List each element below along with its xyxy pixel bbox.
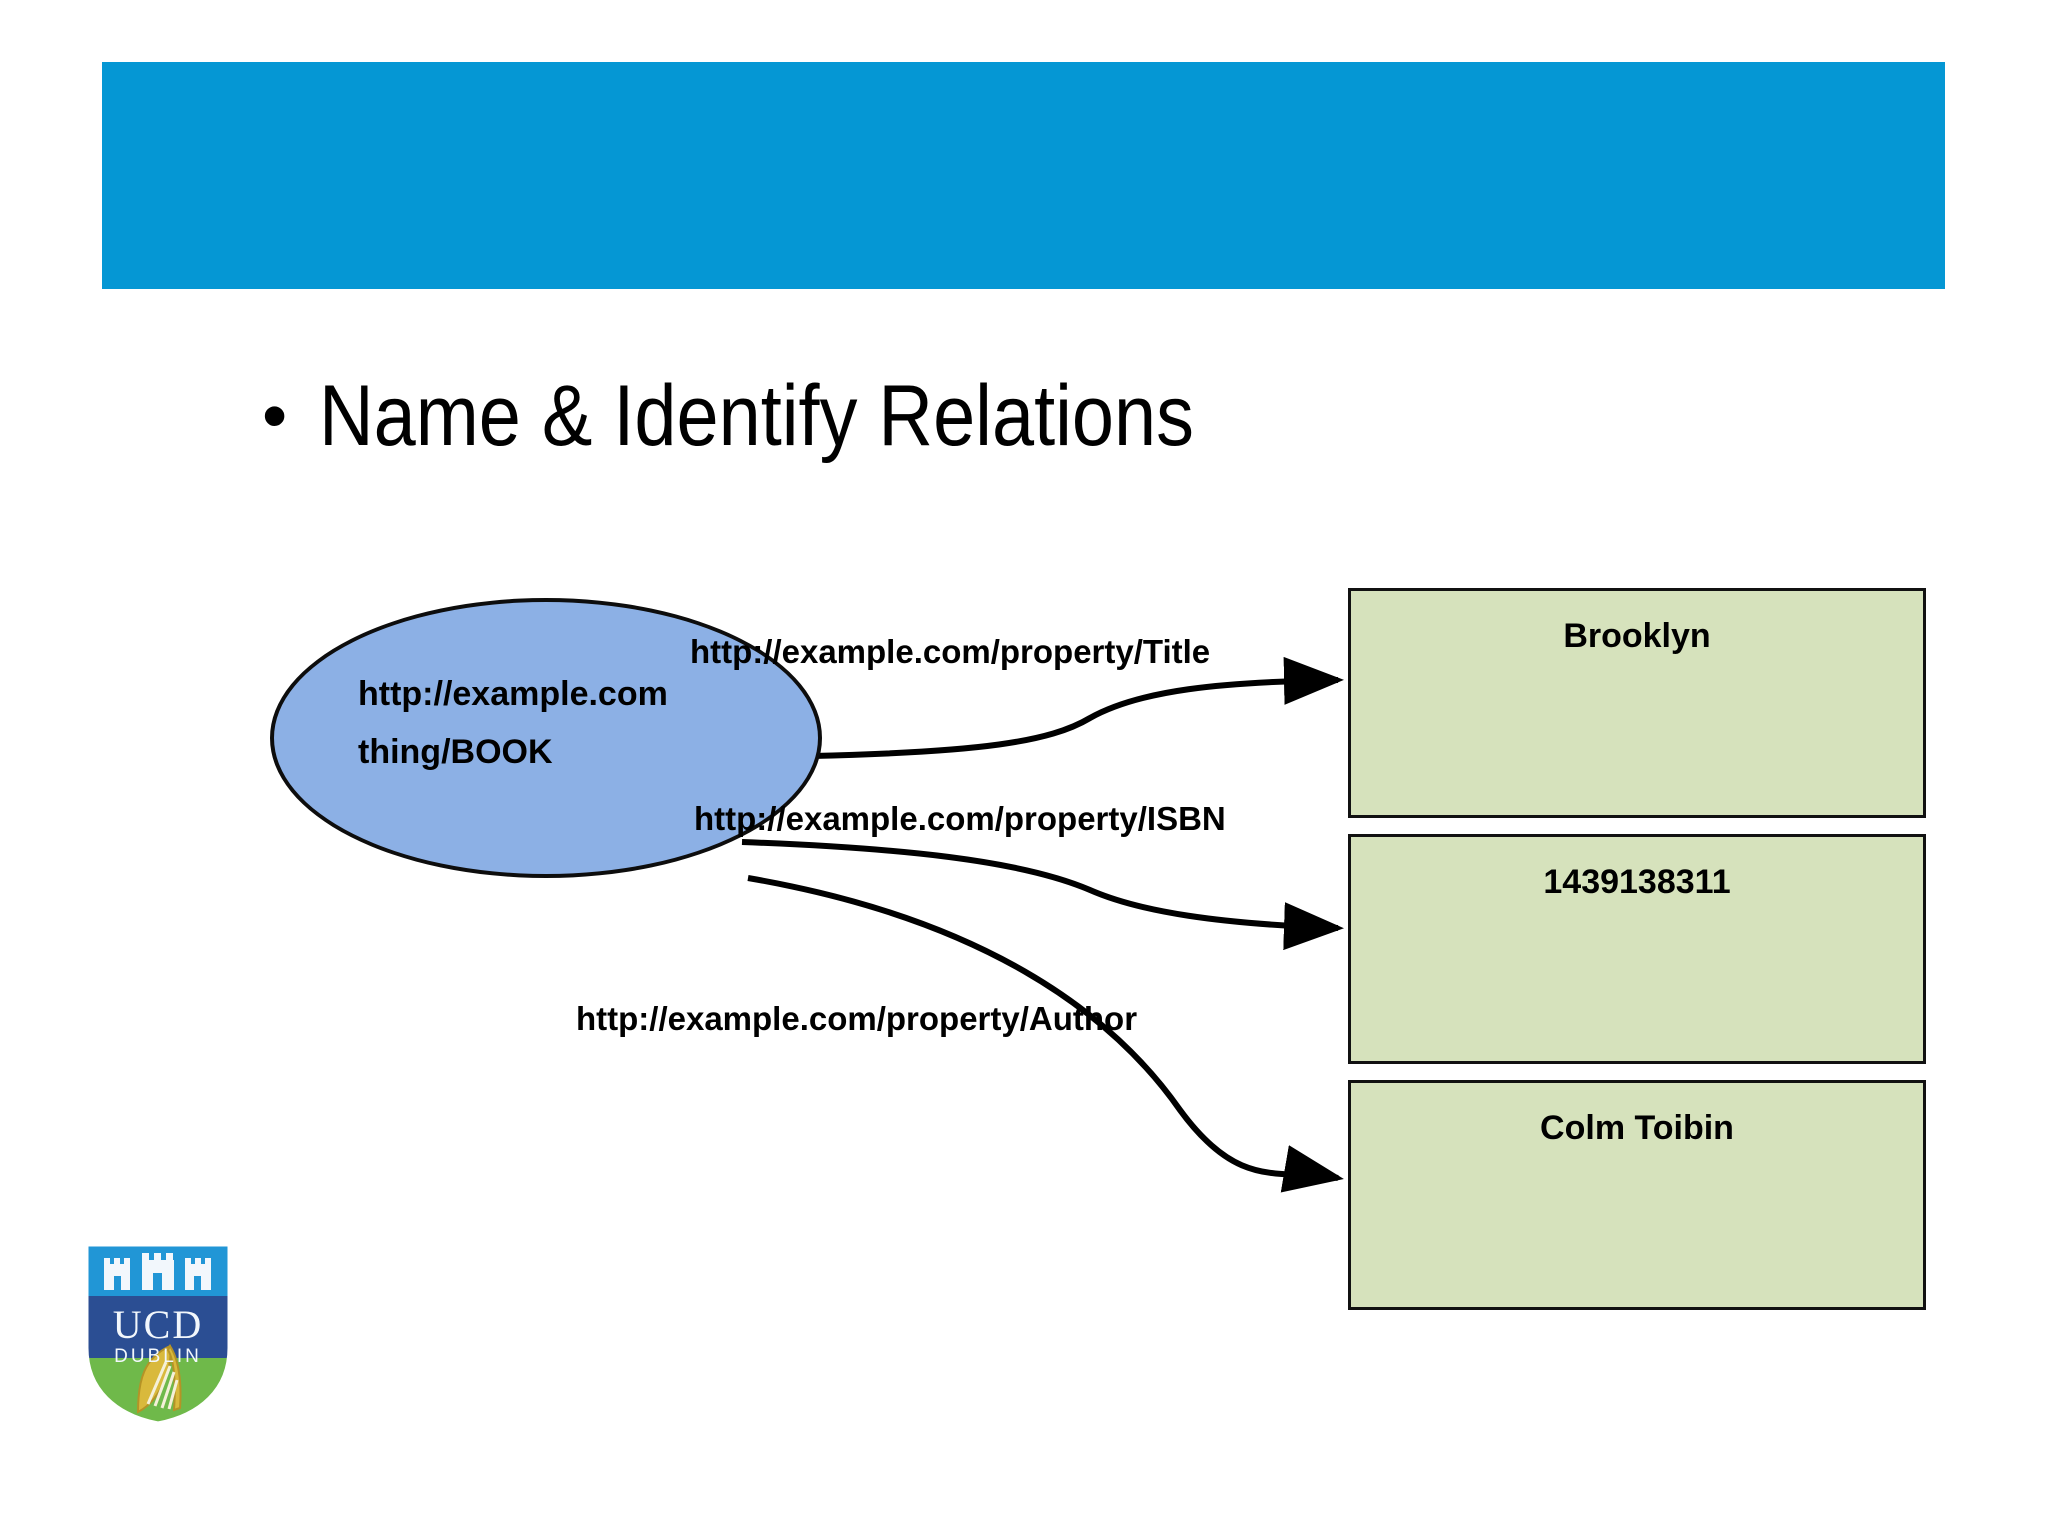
harp-strings (146, 1361, 179, 1410)
castle-towers-icon (104, 1253, 211, 1290)
header-band (102, 62, 1945, 289)
object-box-author[interactable]: Colm Toibin (1348, 1080, 1926, 1310)
logo-dublin-text: DUBLIN (114, 1346, 202, 1367)
object-box-isbn[interactable]: 1439138311 (1348, 834, 1926, 1064)
predicate-label-isbn: http://example.com/property/ISBN (694, 800, 1226, 837)
ucd-dublin-logo: UCD DUBLIN (82, 1240, 234, 1428)
arrow-isbn (741, 839, 1344, 951)
title-text: Name & Identify Relations (319, 368, 1195, 464)
shield-outline (83, 1241, 233, 1427)
subject-uri-line-1: http://example.com (358, 675, 668, 713)
harp-icon (136, 1344, 182, 1414)
page-title: • Name & Identify Relations (262, 368, 1313, 464)
title-bullet-icon: • (262, 376, 288, 456)
object-box-title[interactable]: Brooklyn (1348, 588, 1926, 818)
shield-body (86, 1244, 230, 1424)
object-value-title: Brooklyn (1563, 617, 1711, 655)
logo-ucd-text: UCD (113, 1302, 203, 1347)
subject-node-ellipse[interactable] (270, 598, 822, 878)
object-value-isbn: 1439138311 (1543, 863, 1731, 901)
arrow-title (811, 656, 1344, 759)
subject-node-label: http://example.com thing/BOOK (358, 665, 778, 781)
object-value-author: Colm Toibin (1540, 1109, 1734, 1147)
predicate-label-author: http://example.com/property/Author (576, 1000, 1138, 1037)
predicate-label-title: http://example.com/property/Title (690, 633, 1211, 670)
subject-uri-line-2: thing/BOOK (358, 733, 553, 771)
